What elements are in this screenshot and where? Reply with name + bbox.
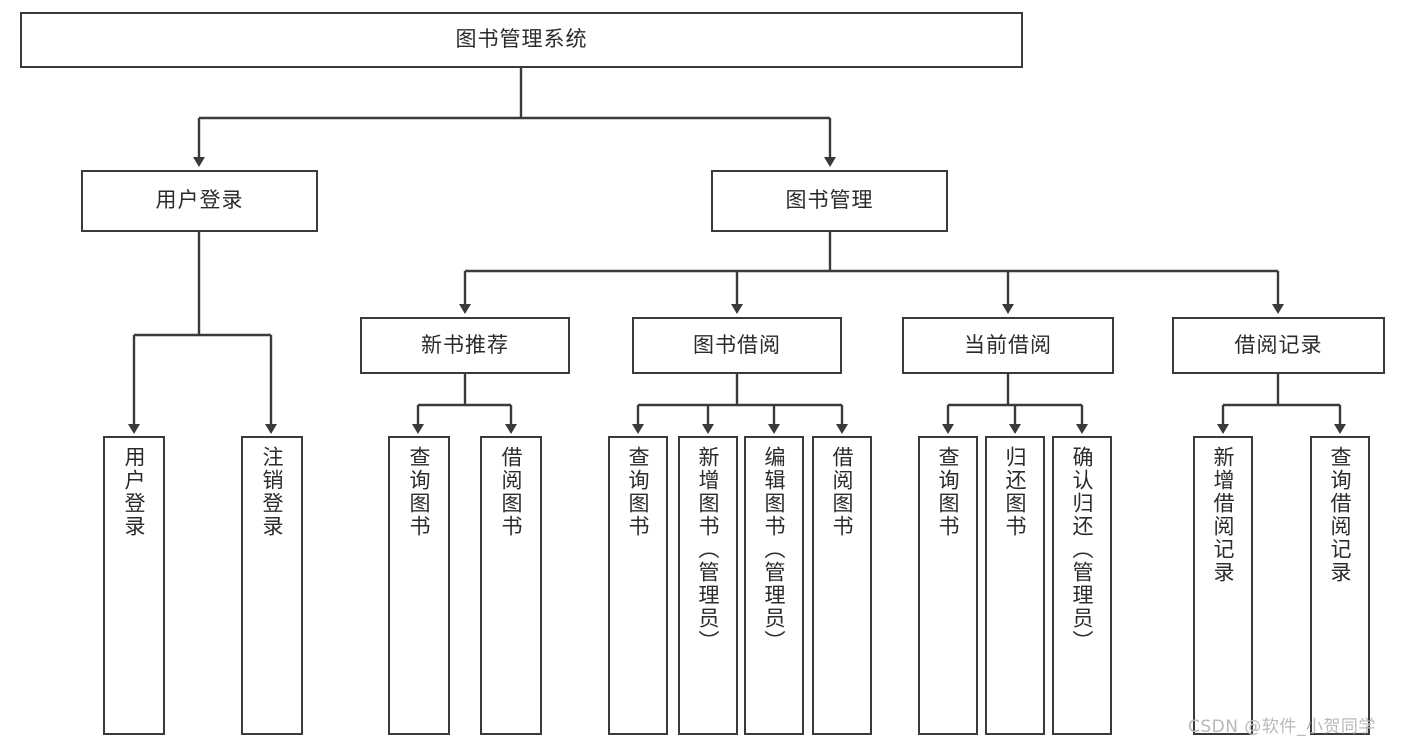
- node-leaf-query-book[interactable]: 查询图书: [608, 436, 668, 735]
- node-current-borrow[interactable]: 当前借阅: [902, 317, 1114, 374]
- node-leaf-borrow-book[interactable]: 借阅图书: [812, 436, 872, 735]
- node-label: 查询图书: [626, 446, 651, 538]
- node-label: 归还图书: [1003, 446, 1028, 538]
- node-label: 借阅图书: [830, 446, 855, 538]
- node-leaf-logout[interactable]: 注销登录: [241, 436, 303, 735]
- node-label: 编辑图书（管理员）: [762, 446, 787, 653]
- node-leaf-edit-book-admin[interactable]: 编辑图书（管理员）: [744, 436, 804, 735]
- node-label: 借阅记录: [1234, 332, 1323, 357]
- node-user-login[interactable]: 用户登录: [81, 170, 318, 232]
- node-label: 借阅图书: [499, 446, 524, 538]
- node-label: 当前借阅: [964, 332, 1052, 357]
- watermark-text: CSDN @软件_小贺同学: [1188, 717, 1376, 737]
- node-label: 用户登录: [155, 188, 244, 213]
- node-label: 用户登录: [122, 446, 147, 538]
- node-borrow-record[interactable]: 借阅记录: [1172, 317, 1385, 374]
- node-new-book-recommend[interactable]: 新书推荐: [360, 317, 570, 374]
- node-label: 新增图书（管理员）: [696, 446, 721, 653]
- node-leaf-query-book-current[interactable]: 查询图书: [918, 436, 978, 735]
- node-label: 图书管理: [785, 188, 874, 213]
- node-leaf-query-borrow-record[interactable]: 查询借阅记录: [1310, 436, 1370, 735]
- node-label: 图书管理系统: [455, 27, 588, 52]
- node-label: 查询图书: [936, 446, 961, 538]
- node-label: 确认归还（管理员）: [1070, 446, 1095, 653]
- node-leaf-query-book-recommend[interactable]: 查询图书: [388, 436, 450, 735]
- node-label: 注销登录: [260, 446, 285, 538]
- node-book-borrow[interactable]: 图书借阅: [632, 317, 842, 374]
- node-label: 图书借阅: [693, 332, 781, 357]
- node-leaf-borrow-book-recommend[interactable]: 借阅图书: [480, 436, 542, 735]
- node-label: 查询借阅记录: [1328, 446, 1353, 584]
- node-leaf-add-borrow-record[interactable]: 新增借阅记录: [1193, 436, 1253, 735]
- node-leaf-user-login[interactable]: 用户登录: [103, 436, 165, 735]
- node-label: 新书推荐: [421, 332, 509, 357]
- node-label: 新增借阅记录: [1211, 446, 1236, 584]
- node-leaf-return-book[interactable]: 归还图书: [985, 436, 1045, 735]
- node-root-system[interactable]: 图书管理系统: [20, 12, 1023, 68]
- node-label: 查询图书: [407, 446, 432, 538]
- node-leaf-add-book-admin[interactable]: 新增图书（管理员）: [678, 436, 738, 735]
- node-book-management[interactable]: 图书管理: [711, 170, 948, 232]
- node-leaf-confirm-return-admin[interactable]: 确认归还（管理员）: [1052, 436, 1112, 735]
